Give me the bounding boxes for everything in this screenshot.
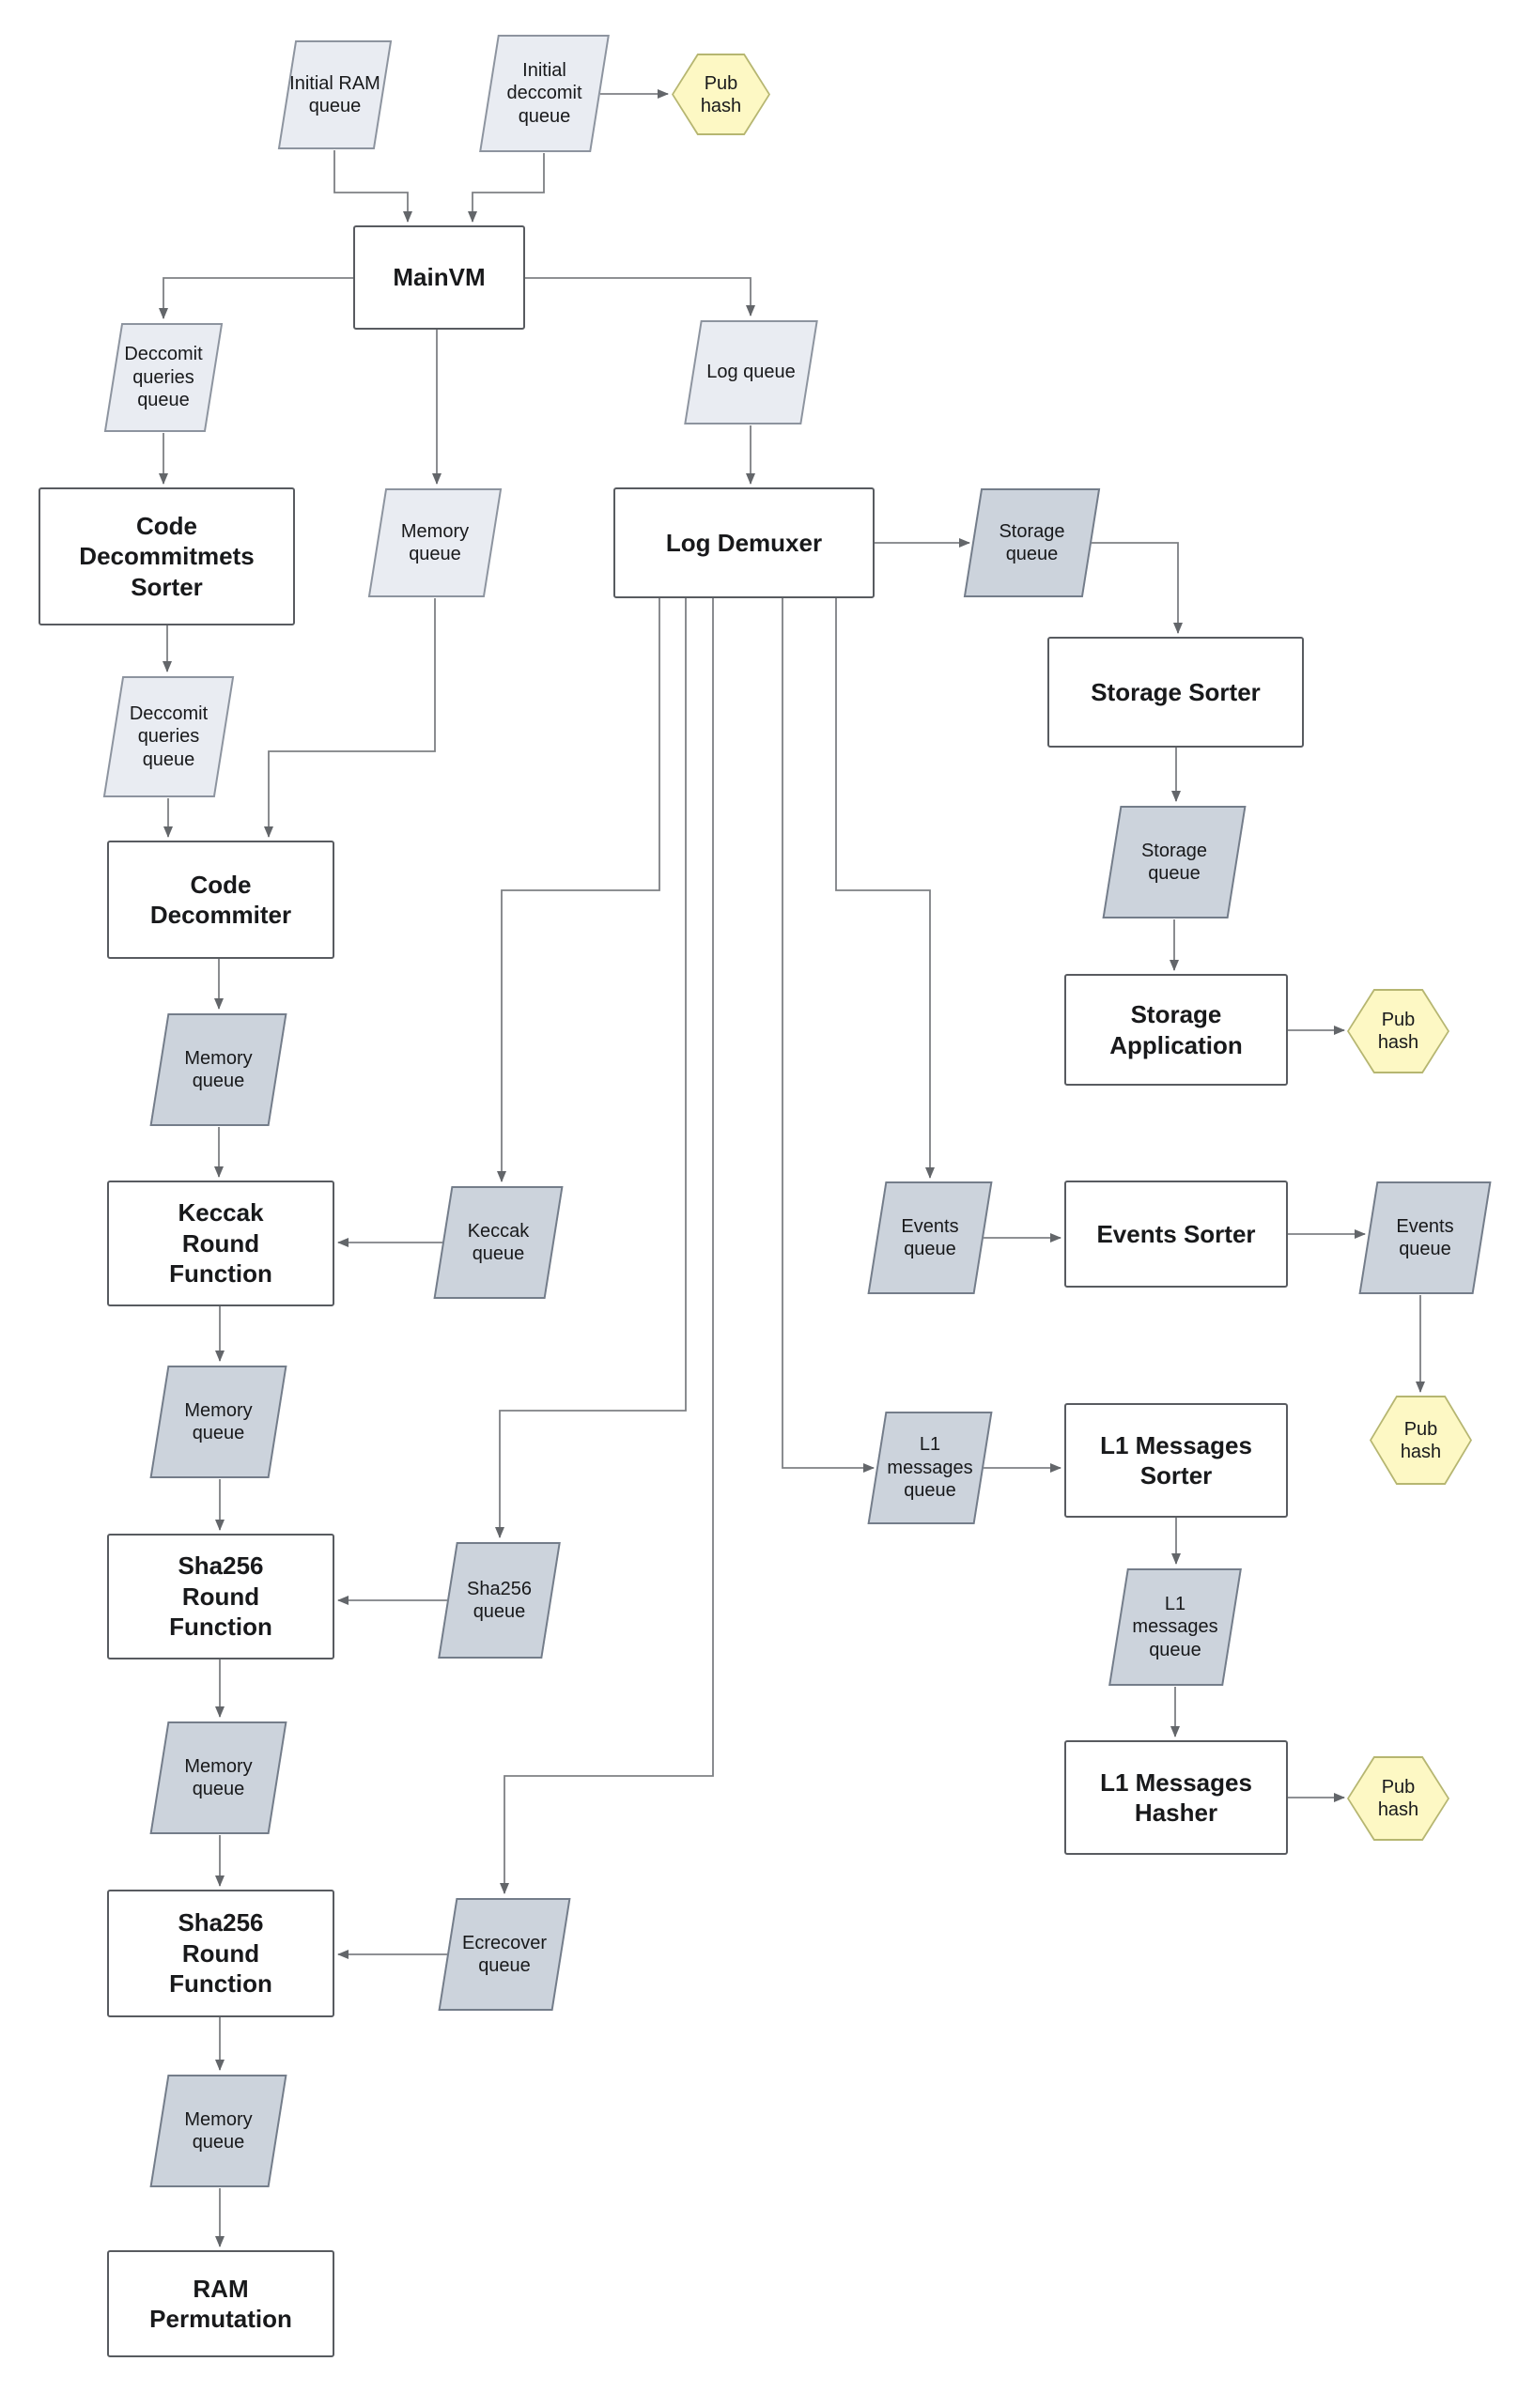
edge-storage-queue-1-to-storage-sorter xyxy=(1092,542,1183,634)
node-label: Events queue xyxy=(1396,1215,1454,1259)
node-label: L1 messages queue xyxy=(887,1434,973,1502)
node-initial-ram-queue: Initial RAM queue xyxy=(273,39,396,150)
node-label: Sha256 queue xyxy=(467,1578,532,1622)
node-initial-deccomit-queue: Initial deccomit queue xyxy=(475,34,613,153)
node-pub-hash-1: Pub hash xyxy=(672,54,770,135)
node-label: L1 Messages Sorter xyxy=(1100,1430,1252,1490)
node-label: Deccomit queries queue xyxy=(124,344,203,411)
node-label: Keccak Round Function xyxy=(169,1198,272,1289)
node-label: Memory queue xyxy=(400,520,470,564)
node-code-decommiter: Code Decommiter xyxy=(107,841,334,959)
node-memory-queue-4: Memory queue xyxy=(146,1721,291,1835)
node-label: Storage queue xyxy=(999,520,1065,564)
node-events-queue-1: Events queue xyxy=(863,1181,997,1295)
node-sha256-queue: Sha256 queue xyxy=(434,1541,565,1659)
node-sha256-round-function-1: Sha256 Round Function xyxy=(107,1534,334,1659)
node-pub-hash-2: Pub hash xyxy=(1347,989,1449,1073)
node-label: MainVM xyxy=(393,263,486,292)
node-keccak-round-function: Keccak Round Function xyxy=(107,1181,334,1306)
node-memory-queue-3: Memory queue xyxy=(146,1365,291,1479)
node-code-decommitments-sorter: Code Decommitmets Sorter xyxy=(39,487,295,625)
node-l1-messages-hasher: L1 Messages Hasher xyxy=(1064,1740,1288,1855)
node-label: Storage Sorter xyxy=(1091,677,1261,706)
node-label: Pub hash xyxy=(1377,1010,1419,1053)
node-label: Sha256 Round Function xyxy=(169,1908,272,1999)
edge-initial-ram-queue-to-mainvm xyxy=(333,150,412,223)
node-label: Pub hash xyxy=(700,72,742,116)
node-memory-queue-5: Memory queue xyxy=(146,2074,291,2188)
node-events-queue-2: Events queue xyxy=(1355,1181,1495,1295)
node-keccak-queue: Keccak queue xyxy=(429,1185,567,1300)
node-label: Log Demuxer xyxy=(665,528,823,557)
node-label: Initial RAM queue xyxy=(289,72,380,116)
node-sha256-round-function-2: Sha256 Round Function xyxy=(107,1890,334,2017)
node-label: L1 messages queue xyxy=(1132,1593,1218,1660)
node-deccomit-queries-queue-2: Deccomit queries queue xyxy=(100,675,238,798)
node-memory-queue-1: Memory queue xyxy=(364,487,506,598)
node-label: Keccak queue xyxy=(467,1220,530,1264)
node-pub-hash-4: Pub hash xyxy=(1347,1756,1449,1841)
node-storage-queue-1: Storage queue xyxy=(959,487,1105,598)
node-label: Pub hash xyxy=(1377,1777,1419,1820)
node-label: Ecrecover queue xyxy=(461,1932,548,1976)
node-deccomit-queries-queue-1: Deccomit queries queue xyxy=(100,322,227,433)
node-log-queue: Log queue xyxy=(679,319,823,425)
node-ecrecover-queue: Ecrecover queue xyxy=(434,1897,575,2012)
node-label: Storage queue xyxy=(1140,840,1208,884)
node-label: L1 Messages Hasher xyxy=(1100,1767,1252,1828)
node-label: Code Decommitmets Sorter xyxy=(79,511,255,601)
node-label: Initial deccomit queue xyxy=(506,59,582,127)
node-ram-permutation: RAM Permutation xyxy=(107,2250,334,2357)
node-label: Events Sorter xyxy=(1096,1219,1256,1248)
edge-log-demuxer-to-events-queue-1 xyxy=(835,598,935,1179)
edge-mainvm-to-deccomit-queries-queue-1 xyxy=(159,277,353,319)
node-label: Log queue xyxy=(706,362,796,383)
node-label: Memory queue xyxy=(184,1755,253,1799)
node-label: Memory queue xyxy=(184,2108,253,2153)
node-l1-messages-queue-1: L1 messages queue xyxy=(863,1411,997,1525)
node-label: Memory queue xyxy=(184,1047,253,1091)
edge-memory-queue-1-to-code-decommiter xyxy=(264,598,436,838)
edge-log-demuxer-to-keccak-queue xyxy=(497,598,660,1182)
node-storage-queue-2: Storage queue xyxy=(1098,805,1250,919)
node-events-sorter: Events Sorter xyxy=(1064,1181,1288,1288)
node-label: RAM Permutation xyxy=(149,2274,292,2334)
node-label: Memory queue xyxy=(184,1399,253,1443)
node-log-demuxer: Log Demuxer xyxy=(613,487,875,598)
node-l1-messages-sorter: L1 Messages Sorter xyxy=(1064,1403,1288,1518)
edge-log-demuxer-to-ecrecover-queue xyxy=(500,598,714,1894)
node-label: Storage Application xyxy=(1109,1000,1243,1059)
node-mainvm: MainVM xyxy=(353,225,525,330)
node-label: Events queue xyxy=(901,1215,959,1259)
node-label: Pub hash xyxy=(1400,1418,1442,1462)
node-storage-application: Storage Application xyxy=(1064,974,1288,1086)
node-label: Code Decommiter xyxy=(149,870,292,930)
node-memory-queue-2: Memory queue xyxy=(146,1012,291,1127)
edge-mainvm-to-log-queue xyxy=(525,277,755,316)
node-label: Deccomit queries queue xyxy=(129,702,209,770)
node-storage-sorter: Storage Sorter xyxy=(1047,637,1304,748)
edge-log-demuxer-to-l1-messages-queue-1 xyxy=(782,598,875,1473)
node-pub-hash-3: Pub hash xyxy=(1370,1396,1472,1485)
edge-initial-deccomit-queue-to-mainvm xyxy=(468,153,545,223)
edge-log-demuxer-to-sha256-queue xyxy=(495,598,687,1538)
node-l1-messages-queue-2: L1 messages queue xyxy=(1105,1567,1246,1687)
node-label: Sha256 Round Function xyxy=(169,1551,272,1642)
